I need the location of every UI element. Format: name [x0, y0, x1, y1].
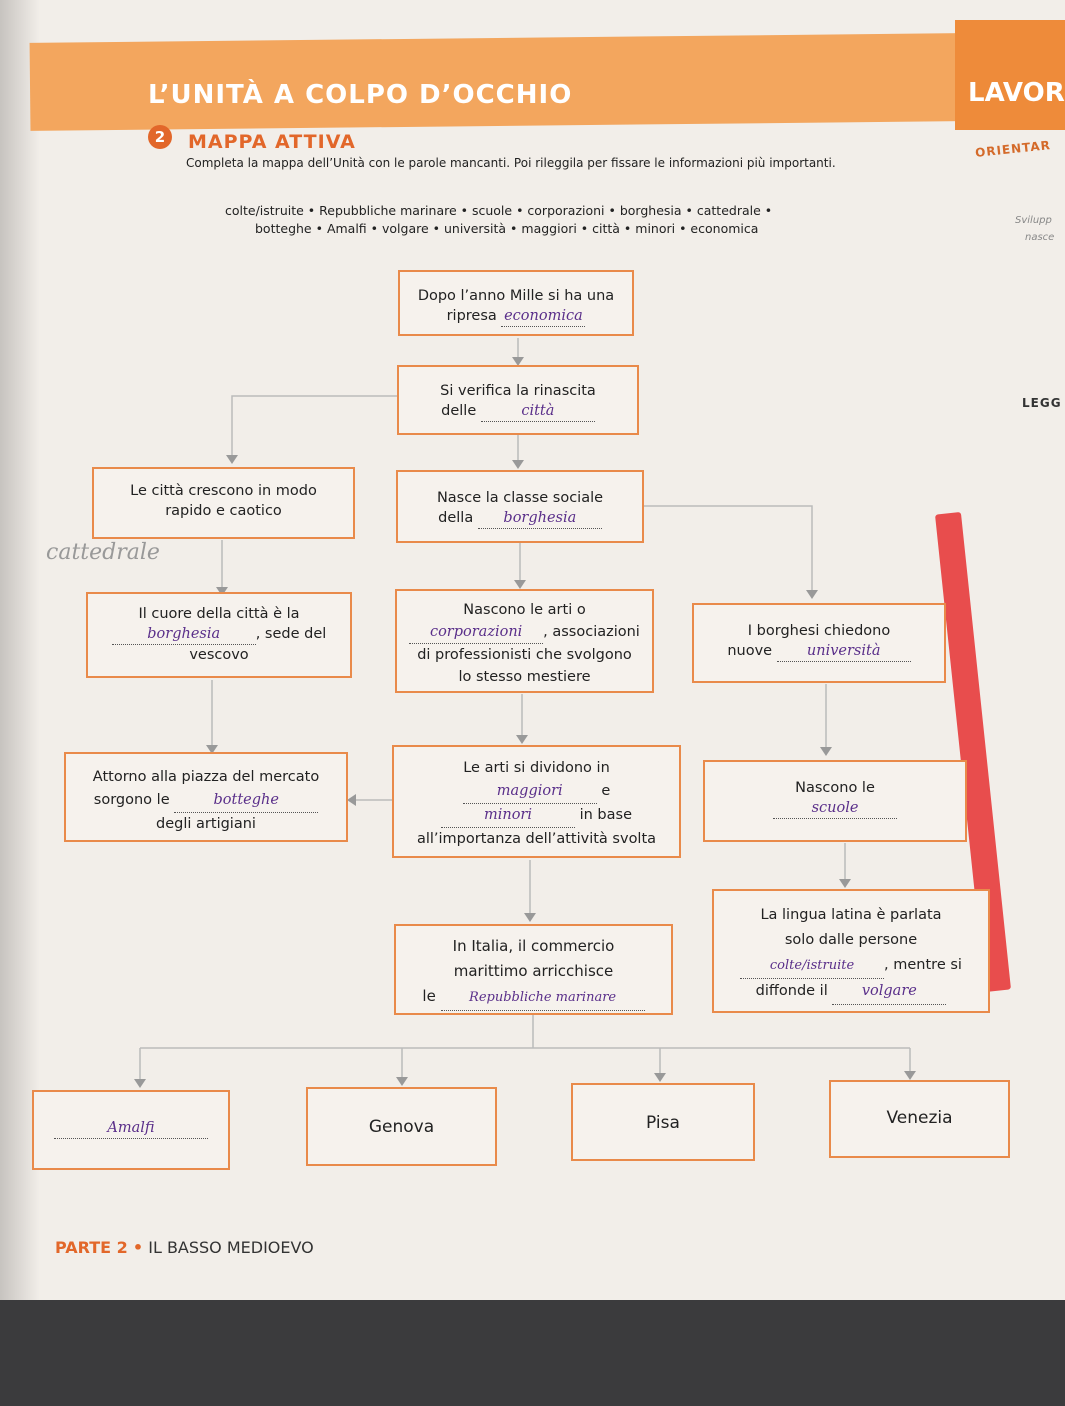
- instructions: Completa la mappa dell’Unità con le paro…: [186, 156, 836, 170]
- right-tab-label: LAVOR: [968, 78, 1065, 108]
- map-box-lingua: La lingua latina è parlata solo dalle pe…: [712, 889, 990, 1013]
- answer-colte-istruite[interactable]: colte/istruite: [740, 953, 885, 979]
- box-borghesia-line2: della: [438, 510, 474, 526]
- map-box-commercio: In Italia, il commercio marittimo arricc…: [394, 924, 673, 1015]
- side-legg: LEGG: [1022, 396, 1062, 410]
- right-tab: [955, 20, 1065, 130]
- city-genova: Genova: [368, 1117, 435, 1137]
- box-dividono-line2: in base: [579, 807, 632, 823]
- answer-amalfi[interactable]: Amalfi: [54, 1118, 208, 1139]
- answer-economica[interactable]: economica: [501, 306, 586, 327]
- box-arti-line2: , associazioni: [543, 624, 640, 640]
- box-borghesia-line1: Nasce la classe sociale: [436, 490, 604, 506]
- desk-surface: [0, 1300, 1065, 1406]
- section-number-badge: 2: [148, 125, 172, 149]
- answer-universita[interactable]: università: [776, 641, 911, 662]
- note-cattedrale: cattedrale: [46, 540, 160, 565]
- word-list: colte/istruite • Repubbliche marinare • …: [225, 202, 905, 238]
- city-pisa: Pisa: [646, 1113, 680, 1133]
- footer-part: PARTE 2: [55, 1238, 128, 1257]
- answer-scuole[interactable]: scuole: [773, 798, 897, 819]
- box-scuole-line1: Nascono le: [795, 780, 875, 796]
- word-list-line-1: colte/istruite • Repubbliche marinare • …: [225, 203, 773, 218]
- answer-borghesia[interactable]: borghesia: [477, 508, 602, 529]
- section-title: MAPPA ATTIVA: [188, 131, 356, 153]
- box-crescono-line1: Le città crescono in modo: [130, 483, 317, 499]
- city-box-1: Amalfi: [32, 1090, 230, 1170]
- box-lingua-line3: , mentre si: [884, 957, 962, 973]
- box-lingua-line2: solo dalle persone: [784, 932, 918, 948]
- box-rinascita-line1: Si verifica la rinascita: [440, 383, 596, 399]
- box-cuore-line3: vescovo: [189, 647, 249, 663]
- box-cuore-line2: , sede del: [255, 626, 327, 642]
- map-box-borghesi-chiedono: I borghesi chiedono nuove università: [692, 603, 946, 683]
- page-shadow: [0, 0, 40, 1300]
- answer-botteghe[interactable]: botteghe: [174, 789, 319, 813]
- box-piazza-line1: Attorno alla piazza del mercato: [92, 769, 320, 785]
- box-commercio-line2: marittimo arricchisce: [453, 962, 614, 980]
- side-svilupp: Svilupp: [1015, 215, 1052, 226]
- box-cuore-line1: Il cuore della città è la: [138, 606, 300, 622]
- map-box-citta-crescono: Le città crescono in modo rapido e caoti…: [92, 467, 355, 539]
- answer-minori[interactable]: minori: [440, 804, 575, 828]
- box-chiedono-line1: I borghesi chiedono: [747, 623, 891, 639]
- answer-citta[interactable]: città: [480, 401, 595, 422]
- answer-corporazioni[interactable]: corporazioni: [409, 621, 544, 644]
- answer-volgare[interactable]: volgare: [832, 979, 947, 1005]
- map-box-arti: Nascono le arti o corporazioni, associaz…: [395, 589, 654, 693]
- box-arti-line1: Nascono le arti o: [463, 602, 586, 618]
- connector-lines: [134, 338, 916, 1088]
- footer-title: IL BASSO MEDIOEVO: [148, 1238, 314, 1257]
- answer-maggiori[interactable]: maggiori: [462, 780, 597, 804]
- box-piazza-line3: degli artigiani: [156, 816, 256, 832]
- box-lingua-line4: diffonde il: [755, 983, 828, 999]
- box-arti-line3: di professionisti che svolgono: [417, 647, 632, 663]
- box-commercio-line3: le: [422, 987, 436, 1005]
- side-nasce: nasce: [1025, 232, 1055, 243]
- box-arti-line4: lo stesso mestiere: [458, 669, 591, 685]
- city-box-genova: Genova: [306, 1087, 497, 1166]
- answer-repubbliche[interactable]: Repubbliche marinare: [440, 985, 645, 1011]
- box-dividono-line1: Le arti si dividono in: [463, 760, 610, 776]
- city-venezia: Venezia: [886, 1108, 953, 1128]
- city-box-pisa: Pisa: [571, 1083, 755, 1161]
- box-dividono-e: e: [601, 783, 611, 799]
- box-crescono-line2: rapido e caotico: [165, 503, 282, 519]
- map-box-scuole: Nascono le scuole: [703, 760, 967, 842]
- box-chiedono-line2: nuove: [727, 643, 773, 659]
- map-box-borghesia: Nasce la classe sociale della borghesia: [396, 470, 644, 543]
- box-commercio-line1: In Italia, il commercio: [452, 937, 615, 955]
- city-box-venezia: Venezia: [829, 1080, 1010, 1158]
- map-box-ripresa: Dopo l’anno Mille si ha una ripresa econ…: [398, 270, 634, 336]
- map-box-rinascita: Si verifica la rinascita delle città: [397, 365, 639, 435]
- word-list-line-2: botteghe • Amalfi • volgare • università…: [255, 221, 759, 236]
- page-footer: PARTE 2 • IL BASSO MEDIOEVO: [55, 1238, 314, 1257]
- box-rinascita-line2: delle: [441, 403, 477, 419]
- box-lingua-line1: La lingua latina è parlata: [760, 907, 942, 923]
- answer-cattedrale[interactable]: borghesia: [111, 624, 256, 645]
- box-dividono-line3: all’importanza dell’attività svolta: [416, 831, 657, 847]
- banner-title: L’UNITÀ A COLPO D’OCCHIO: [148, 80, 573, 110]
- map-box-arti-dividono: Le arti si dividono in maggiori e minori…: [392, 745, 681, 858]
- map-box-piazza-mercato: Attorno alla piazza del mercato sorgono …: [64, 752, 348, 842]
- map-box-cuore-citta: Il cuore della città è la borghesia, sed…: [86, 592, 352, 678]
- box-piazza-line2: sorgono le: [93, 792, 170, 808]
- box-ripresa-text: Dopo l’anno Mille si ha una ripresa: [417, 288, 615, 324]
- footer-sep: •: [132, 1238, 144, 1257]
